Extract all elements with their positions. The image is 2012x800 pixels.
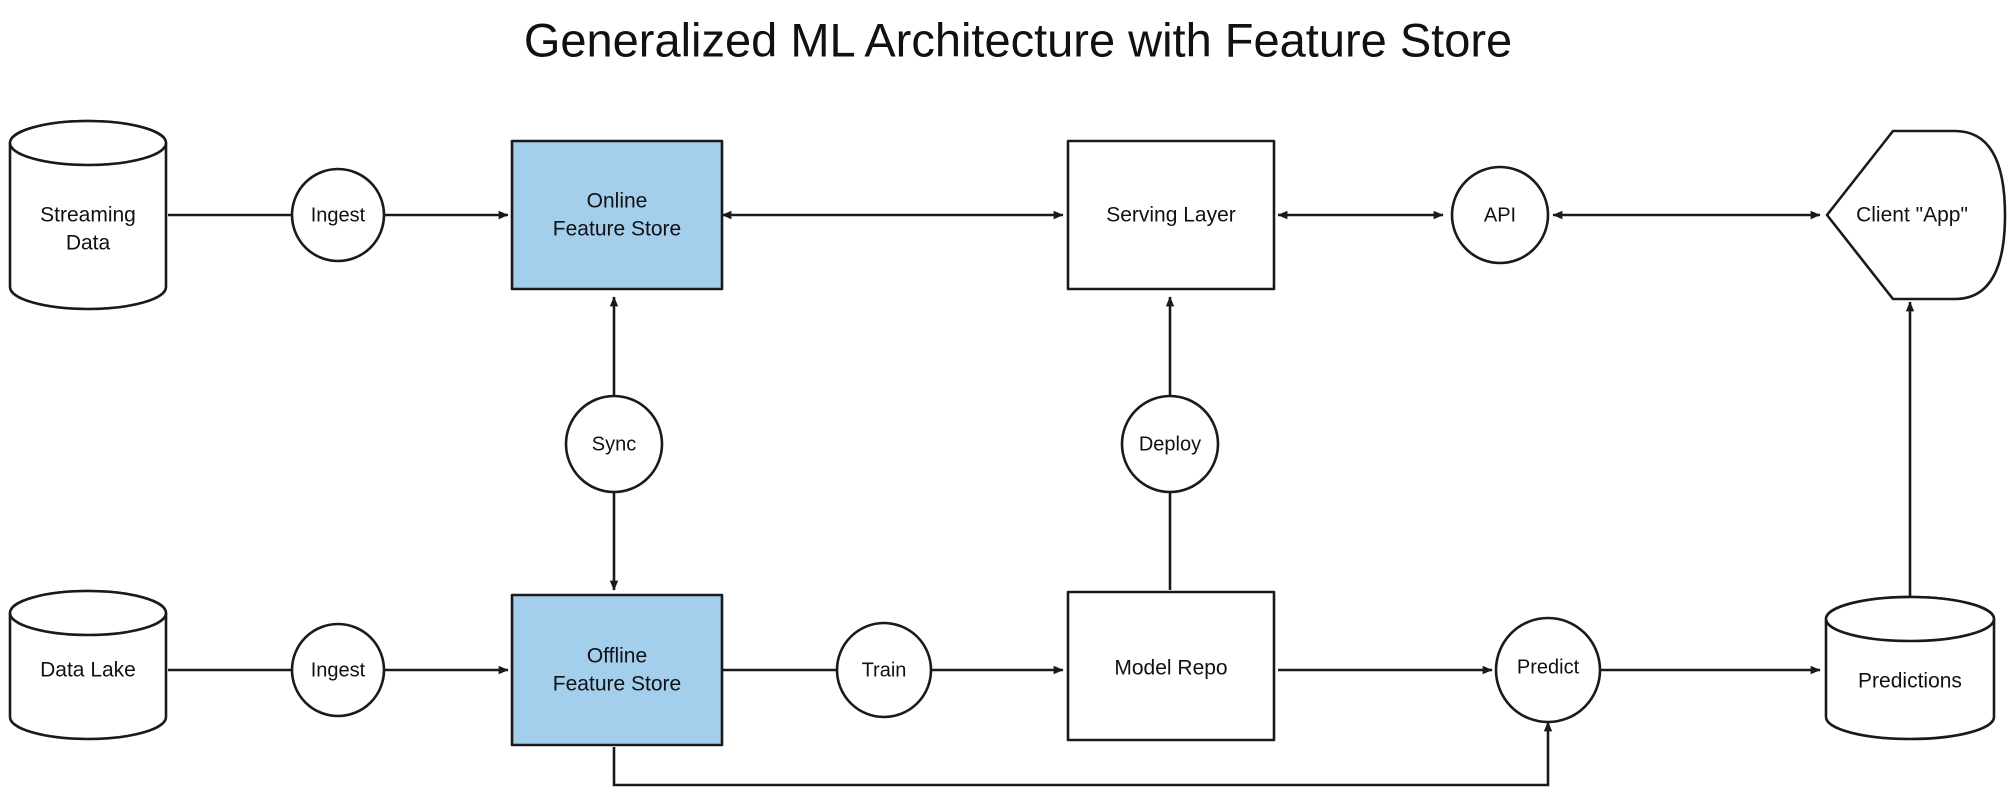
node-api-label: API (1484, 204, 1516, 226)
node-offline-feature-store-label-2: Feature Store (553, 673, 681, 696)
node-deploy-label: Deploy (1139, 433, 1201, 455)
node-online-feature-store-label-2: Feature Store (553, 218, 681, 241)
node-serving-layer[interactable]: Serving Layer (1066, 139, 1276, 291)
node-offline-feature-store[interactable]: Offline Feature Store (510, 593, 724, 747)
node-ingest-top[interactable]: Ingest (290, 167, 386, 263)
node-model-repo[interactable]: Model Repo (1066, 590, 1276, 742)
node-sync-label: Sync (592, 433, 636, 455)
node-streaming-data-label-1: Streaming (40, 204, 136, 227)
node-deploy[interactable]: Deploy (1120, 394, 1220, 494)
node-api[interactable]: API (1450, 165, 1550, 265)
node-data-lake[interactable]: Data Lake (8, 589, 168, 741)
node-serving-layer-label: Serving Layer (1106, 204, 1236, 227)
node-ingest-bottom-label: Ingest (311, 659, 366, 681)
node-ingest-top-label: Ingest (311, 204, 366, 226)
page-title: Generalized ML Architecture with Feature… (524, 13, 1512, 66)
node-predict-label: Predict (1517, 656, 1580, 678)
node-predict[interactable]: Predict (1494, 616, 1602, 724)
node-client-app-label: Client "App" (1856, 204, 1968, 227)
node-streaming-data[interactable]: Streaming Data (8, 119, 168, 311)
node-data-lake-label: Data Lake (40, 659, 136, 682)
node-predictions-label: Predictions (1858, 670, 1962, 693)
node-ingest-bottom[interactable]: Ingest (290, 622, 386, 718)
node-streaming-data-label-2: Data (66, 232, 111, 255)
node-model-repo-label: Model Repo (1114, 657, 1227, 680)
node-predictions[interactable]: Predictions (1824, 595, 1996, 741)
node-online-feature-store[interactable]: Online Feature Store (510, 139, 724, 291)
node-client-app[interactable]: Client "App" (1825, 129, 2007, 301)
edge-offline-store-feedback-to-predict (612, 721, 1553, 787)
node-sync[interactable]: Sync (564, 394, 664, 494)
node-online-feature-store-label-1: Online (587, 190, 648, 213)
node-offline-feature-store-label-1: Offline (587, 645, 647, 668)
node-train-label: Train (862, 659, 907, 681)
node-train[interactable]: Train (835, 621, 933, 719)
